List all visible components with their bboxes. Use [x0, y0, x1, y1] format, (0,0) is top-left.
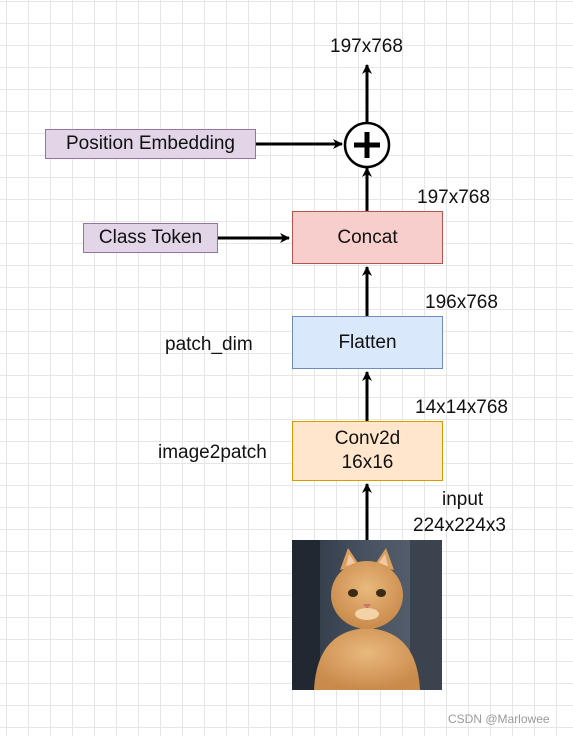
conv2d-label: Conv2d [334, 428, 401, 449]
add-node [343, 121, 391, 169]
watermark: CSDN @Marlowee [448, 712, 550, 726]
position-embedding-node: Position Embedding [45, 129, 256, 159]
input-shape: 224x224x3 [413, 515, 506, 536]
image2patch-label: image2patch [158, 442, 267, 463]
concat-label: Concat [337, 226, 398, 248]
concat-node: Concat [292, 211, 443, 264]
flatten-label: Flatten [338, 331, 397, 353]
position-embedding-label: Position Embedding [66, 133, 235, 154]
conv-output-shape: 14x14x768 [415, 397, 508, 418]
concat-output-shape: 197x768 [417, 187, 490, 208]
class-token-node: Class Token [83, 223, 218, 253]
cat-photo-image [292, 540, 442, 690]
patch-dim-label: patch_dim [165, 334, 253, 355]
class-token-label: Class Token [98, 227, 203, 248]
final-output-shape: 197x768 [330, 36, 403, 57]
flatten-output-shape: 196x768 [425, 292, 498, 313]
input-title: input [442, 489, 484, 510]
conv2d-kernel-label: 16x16 [341, 452, 394, 473]
conv2d-node: Conv2d 16x16 [292, 421, 443, 481]
flatten-node: Flatten [292, 316, 443, 369]
